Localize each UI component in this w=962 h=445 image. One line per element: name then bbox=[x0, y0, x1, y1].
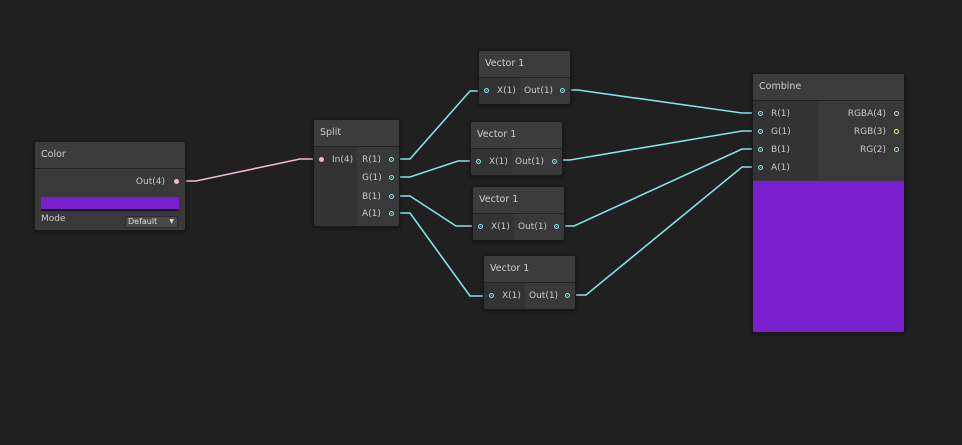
vector1-node-b-input-column: X(1) bbox=[471, 149, 512, 175]
vector1-node-a-out-label: Out(1) bbox=[524, 86, 554, 96]
split-out-b-port-icon[interactable] bbox=[389, 194, 394, 199]
vector1-node-b-title: Vector 1 bbox=[471, 122, 562, 149]
wire-split-b-to-vector1c bbox=[392, 195, 476, 227]
combine-preview bbox=[753, 181, 904, 332]
vector1-node-a-out-row: Out(1) bbox=[524, 84, 565, 98]
mode-dropdown[interactable]: Default ▼ bbox=[125, 216, 178, 228]
vector1-node-a[interactable]: Vector 1 X(1) Out(1) bbox=[478, 50, 571, 105]
vector1-node-a-input-column: X(1) bbox=[479, 78, 520, 104]
split-out-r-label: R(1) bbox=[362, 155, 382, 165]
vector1-node-a-title: Vector 1 bbox=[479, 51, 570, 78]
split-out-a-row: A(1) bbox=[362, 207, 394, 221]
vector1-node-a-in-port-icon[interactable] bbox=[484, 88, 489, 93]
combine-in-g-port-icon[interactable] bbox=[758, 129, 763, 134]
chevron-down-icon: ▼ bbox=[169, 218, 174, 225]
vector1-node-c-out-row: Out(1) bbox=[518, 220, 559, 234]
vector1-node-c-in-row: X(1) bbox=[478, 220, 510, 234]
combine-out-rgba-label: RGBA(4) bbox=[847, 109, 886, 119]
combine-node-title: Combine bbox=[753, 74, 904, 101]
vector1-node-d-input-column: X(1) bbox=[484, 283, 525, 309]
combine-in-a-label: A(1) bbox=[771, 163, 790, 173]
vector1-node-c-out-label: Out(1) bbox=[518, 222, 548, 232]
color-out-port-row: Out(4) bbox=[136, 175, 179, 189]
vector1-node-c-in-port-icon[interactable] bbox=[478, 224, 483, 229]
wire-vector1b-to-combine-g bbox=[554, 130, 760, 161]
vector1-node-c-out-port-icon[interactable] bbox=[554, 224, 559, 229]
combine-node[interactable]: Combine R(1) G(1) B(1) A(1) RGBA(4) RGB(… bbox=[752, 73, 905, 333]
split-out-g-port-icon[interactable] bbox=[389, 175, 394, 180]
wire-vector1d-to-combine-a bbox=[567, 166, 760, 296]
combine-in-a-row: A(1) bbox=[758, 161, 790, 175]
split-out-b-label: B(1) bbox=[362, 192, 381, 202]
color-node[interactable]: Color Out(4) Mode Default ▼ bbox=[34, 141, 186, 231]
combine-out-rgb-row: RGB(3) bbox=[854, 125, 899, 139]
combine-in-b-row: B(1) bbox=[758, 143, 790, 157]
vector1-node-b-out-row: Out(1) bbox=[515, 155, 557, 169]
combine-out-rg-port-icon[interactable] bbox=[894, 147, 899, 152]
wire-split-g-to-vector1b bbox=[392, 160, 474, 178]
split-out-a-label: A(1) bbox=[362, 209, 381, 219]
vector1-node-d-in-label: X(1) bbox=[502, 291, 521, 301]
combine-in-b-label: B(1) bbox=[771, 145, 790, 155]
wire-split-r-to-vector1a bbox=[392, 90, 482, 160]
vector1-node-b-in-port-icon[interactable] bbox=[476, 159, 481, 164]
mode-dropdown-value: Default bbox=[128, 217, 158, 226]
vector1-node-c-input-column: X(1) bbox=[473, 214, 514, 240]
combine-out-rgb-port-icon[interactable] bbox=[894, 129, 899, 134]
combine-in-r-row: R(1) bbox=[758, 107, 790, 121]
split-out-g-label: G(1) bbox=[362, 173, 382, 183]
vector1-node-b[interactable]: Vector 1 X(1) Out(1) bbox=[470, 121, 563, 176]
color-out-label: Out(4) bbox=[135, 177, 165, 187]
combine-out-rgb-label: RGB(3) bbox=[853, 127, 886, 137]
combine-out-rgba-port-icon[interactable] bbox=[894, 111, 899, 116]
split-in-port-row: In(4) bbox=[319, 153, 353, 167]
vector1-node-d-in-port-icon[interactable] bbox=[489, 293, 494, 298]
vector1-node-d[interactable]: Vector 1 X(1) Out(1) bbox=[483, 255, 576, 310]
vector1-node-d-title: Vector 1 bbox=[484, 256, 575, 283]
vector1-node-b-in-row: X(1) bbox=[476, 155, 508, 169]
split-node[interactable]: Split In(4) R(1) G(1) B(1) A(1) bbox=[313, 119, 400, 227]
combine-in-r-port-icon[interactable] bbox=[758, 111, 763, 116]
split-out-a-port-icon[interactable] bbox=[389, 211, 394, 216]
vector1-node-b-out-label: Out(1) bbox=[515, 157, 545, 167]
color-swatch[interactable] bbox=[41, 197, 179, 211]
split-out-b-row: B(1) bbox=[362, 190, 394, 204]
vector1-node-b-out-port-icon[interactable] bbox=[552, 159, 557, 164]
wire-vector1c-to-combine-b bbox=[555, 148, 760, 227]
vector1-node-d-out-row: Out(1) bbox=[529, 289, 570, 303]
split-out-r-port-icon[interactable] bbox=[389, 157, 394, 162]
split-out-g-row: G(1) bbox=[362, 171, 394, 185]
combine-in-g-row: G(1) bbox=[758, 125, 791, 139]
vector1-node-c[interactable]: Vector 1 X(1) Out(1) bbox=[472, 186, 565, 241]
split-input-column: In(4) bbox=[314, 147, 357, 226]
color-out-port-icon[interactable] bbox=[174, 179, 179, 184]
vector1-node-d-out-port-icon[interactable] bbox=[565, 293, 570, 298]
split-out-r-row: R(1) bbox=[362, 153, 394, 167]
vector1-node-d-out-label: Out(1) bbox=[529, 291, 559, 301]
split-in-port-icon[interactable] bbox=[319, 157, 324, 162]
wire-vector1a-to-combine-r bbox=[563, 89, 760, 114]
split-node-title: Split bbox=[314, 120, 399, 147]
combine-out-rg-row: RG(2) bbox=[860, 143, 899, 157]
vector1-node-a-in-row: X(1) bbox=[484, 84, 516, 98]
vector1-node-a-out-port-icon[interactable] bbox=[560, 88, 565, 93]
vector1-node-a-in-label: X(1) bbox=[497, 86, 516, 96]
combine-in-g-label: G(1) bbox=[771, 127, 791, 137]
vector1-node-c-title: Vector 1 bbox=[473, 187, 564, 214]
vector1-node-b-in-label: X(1) bbox=[489, 157, 508, 167]
vector1-node-d-in-row: X(1) bbox=[489, 289, 521, 303]
combine-in-b-port-icon[interactable] bbox=[758, 147, 763, 152]
combine-input-column: R(1) G(1) B(1) A(1) bbox=[753, 101, 818, 180]
split-in-label: In(4) bbox=[332, 155, 354, 165]
color-node-title: Color bbox=[35, 142, 185, 169]
combine-out-rg-label: RG(2) bbox=[860, 145, 886, 155]
vector1-node-c-in-label: X(1) bbox=[491, 222, 510, 232]
combine-in-r-label: R(1) bbox=[771, 109, 791, 119]
wire-color-to-split bbox=[178, 158, 316, 182]
mode-label: Mode bbox=[41, 214, 66, 224]
combine-out-rgba-row: RGBA(4) bbox=[848, 107, 899, 121]
combine-in-a-port-icon[interactable] bbox=[758, 165, 763, 170]
